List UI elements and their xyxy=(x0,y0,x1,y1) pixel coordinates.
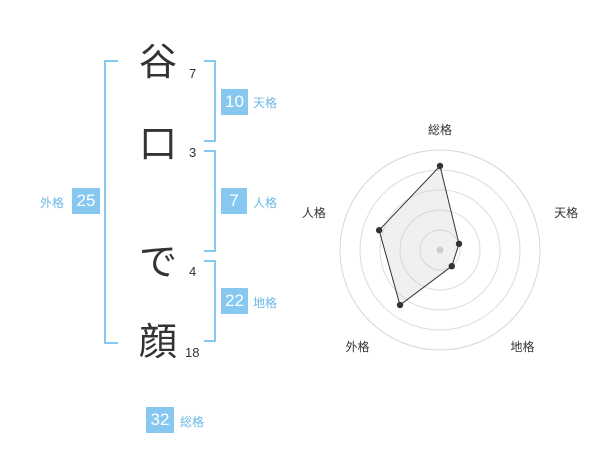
name-char-4: 顔 xyxy=(138,320,177,364)
radar-axis-label-3: 地格 xyxy=(511,339,535,354)
soukaku-value-badge: 32 xyxy=(146,407,174,433)
jinkaku-bracket xyxy=(204,150,216,252)
radar-axis-label-5: 人格 xyxy=(302,205,326,220)
chikaku-bracket xyxy=(204,260,216,342)
jinkaku-label: 人格 xyxy=(253,196,278,210)
radar-axis-label-1: 総格 xyxy=(428,122,452,137)
gaikaku-bracket xyxy=(104,60,118,344)
soukaku-label: 総格 xyxy=(180,415,205,429)
stroke-count-1: 7 xyxy=(189,66,197,81)
radar-axis-label-4: 外格 xyxy=(345,339,369,354)
tenkaku-label: 天格 xyxy=(253,96,278,110)
radar-point-1 xyxy=(436,162,444,170)
stroke-count-3: 4 xyxy=(189,264,197,279)
jinkaku-value-badge: 7 xyxy=(221,188,247,214)
name-char-1: 谷 xyxy=(138,40,177,84)
stroke-count-4: 18 xyxy=(185,345,200,360)
chikaku-label: 地格 xyxy=(253,296,278,310)
radar-point-2 xyxy=(455,240,463,248)
radar-ring-3 xyxy=(379,189,501,311)
radar-axis-label-2: 天格 xyxy=(554,205,578,220)
chikaku-value-badge: 22 xyxy=(221,288,248,314)
radar-point-3 xyxy=(448,262,455,270)
radar-point-4 xyxy=(396,301,404,309)
radar-ring-1 xyxy=(419,229,461,271)
tenkaku-bracket xyxy=(204,60,216,142)
gaikaku-label: 外格 xyxy=(40,196,65,210)
name-char-3: で xyxy=(138,240,177,284)
radar-value-polygon xyxy=(378,164,460,306)
radar-center-dot xyxy=(436,246,444,254)
radar-ring-4 xyxy=(359,169,521,331)
radar-ring-2 xyxy=(399,209,481,291)
radar-point-5 xyxy=(375,227,383,234)
tenkaku-value-badge: 10 xyxy=(221,89,248,115)
name-char-2: 口 xyxy=(138,122,177,166)
stroke-count-2: 3 xyxy=(189,145,197,160)
gaikaku-value-badge: 25 xyxy=(72,188,100,214)
